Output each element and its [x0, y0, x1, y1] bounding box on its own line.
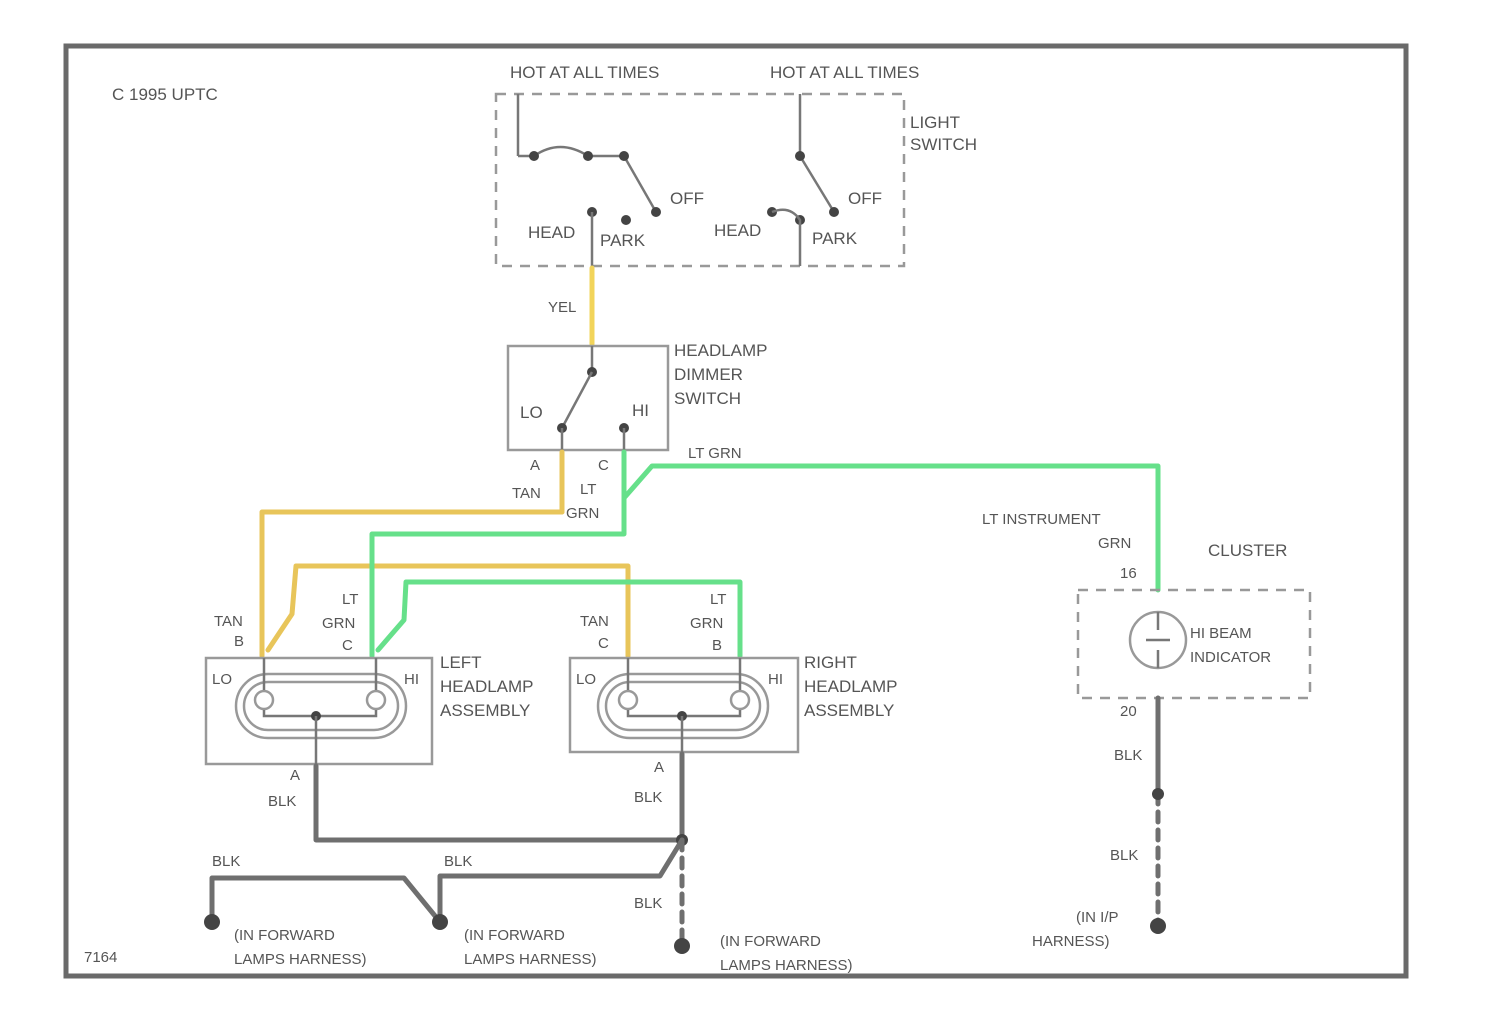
grn-dimmer-label: GRN — [566, 505, 599, 522]
light-switch-label-1: LIGHT — [910, 113, 960, 132]
harness-2-line-1: (IN FORWARD — [464, 927, 565, 944]
cluster-pin-16: 16 — [1120, 565, 1137, 582]
harness-2-line-2: LAMPS HARNESS) — [464, 951, 597, 968]
lamp-lo-left: LO — [212, 671, 232, 688]
hot-at-all-times-right: HOT AT ALL TIMES — [770, 63, 919, 82]
dimmer-label-3: SWITCH — [674, 389, 741, 408]
lamp-hi-right: HI — [768, 671, 783, 688]
harness-1-line-1: (IN FORWARD — [234, 927, 335, 944]
dimmer-label-1: HEADLAMP — [674, 341, 768, 360]
pin-c-right: C — [598, 635, 609, 652]
harness-ip-2: HARNESS) — [1032, 933, 1110, 950]
left-headlamp-label-3: ASSEMBLY — [440, 701, 530, 720]
instrument-cluster: LT INSTRUMENT GRN CLUSTER 16 HI BEAM IND… — [982, 511, 1310, 720]
lt-grn-top-label: LT GRN — [688, 445, 742, 462]
park-label-right: PARK — [812, 229, 858, 248]
pin-b-left: B — [234, 633, 244, 650]
blk-g3-label: BLK — [634, 895, 662, 912]
light-switch-label-2: SWITCH — [910, 135, 977, 154]
lamp-hi-left: HI — [404, 671, 419, 688]
left-headlamp-label-2: HEADLAMP — [440, 677, 534, 696]
lamp-lo-right: LO — [576, 671, 596, 688]
dimmer-switch-box — [508, 346, 668, 450]
right-headlamp-label-2: HEADLAMP — [804, 677, 898, 696]
blk-cluster-1: BLK — [1114, 747, 1142, 764]
dimmer-pin-c: C — [598, 457, 609, 474]
lt-instrument-label-1: LT INSTRUMENT — [982, 511, 1101, 528]
right-headlamp-label-1: RIGHT — [804, 653, 857, 672]
harness-1-line-2: LAMPS HARNESS) — [234, 951, 367, 968]
head-label-right: HEAD — [714, 221, 761, 240]
lt-grn-wire-right — [378, 582, 740, 656]
pin-a-left: A — [290, 767, 300, 784]
blk-cluster-2: BLK — [1110, 847, 1138, 864]
yel-wire-label: YEL — [548, 299, 576, 316]
lt-dimmer-label: LT — [580, 481, 596, 498]
dimmer-hi: HI — [632, 401, 649, 420]
grn-left-label: GRN — [322, 615, 355, 632]
park-label-left: PARK — [600, 231, 646, 250]
pin-a-right: A — [654, 759, 664, 776]
lt-left-label: LT — [342, 591, 358, 608]
pin-c-left: C — [342, 637, 353, 654]
dimmer-pin-a: A — [530, 457, 540, 474]
blk-g2-label: BLK — [444, 853, 472, 870]
tan-dimmer-label: TAN — [512, 485, 541, 502]
cluster-pin-20: 20 — [1120, 703, 1137, 720]
lt-instrument-label-2: GRN — [1098, 535, 1131, 552]
blk-right-label: BLK — [634, 789, 662, 806]
blk-wire-left-lamp — [316, 766, 682, 840]
right-headlamp-assembly: TAN C LT GRN B LO HI RIGHT HEADLAMP ASSE… — [570, 591, 898, 776]
grn-right-label: GRN — [690, 615, 723, 632]
tan-left-label: TAN — [214, 613, 243, 630]
hi-beam-label-2: INDICATOR — [1190, 649, 1271, 666]
harness-3-line-1: (IN FORWARD — [720, 933, 821, 950]
light-switch: HOT AT ALL TIMES HOT AT ALL TIMES LIGHT … — [496, 63, 977, 266]
blk-g1-label: BLK — [212, 853, 240, 870]
hi-beam-label-1: HI BEAM — [1190, 625, 1252, 642]
cluster-outline — [1078, 590, 1310, 698]
left-headlamp-label-1: LEFT — [440, 653, 482, 672]
pin-b-right: B — [712, 637, 722, 654]
right-headlamp-label-3: ASSEMBLY — [804, 701, 894, 720]
lt-right-label: LT — [710, 591, 726, 608]
tan-wire-left — [262, 452, 562, 656]
off-label-right: OFF — [848, 189, 882, 208]
off-label-left: OFF — [670, 189, 704, 208]
dimmer-label-2: DIMMER — [674, 365, 743, 384]
dimmer-lo: LO — [520, 403, 543, 422]
cluster-label: CLUSTER — [1208, 541, 1287, 560]
figure-id: 7164 — [84, 949, 117, 966]
tan-right-label: TAN — [580, 613, 609, 630]
hot-at-all-times-left: HOT AT ALL TIMES — [510, 63, 659, 82]
head-label-left: HEAD — [528, 223, 575, 242]
blk-left-label: BLK — [268, 793, 296, 810]
code-label: C 1995 UPTC — [112, 85, 218, 104]
harness-3-line-2: LAMPS HARNESS) — [720, 957, 853, 974]
harness-ip-1: (IN I/P — [1076, 909, 1119, 926]
